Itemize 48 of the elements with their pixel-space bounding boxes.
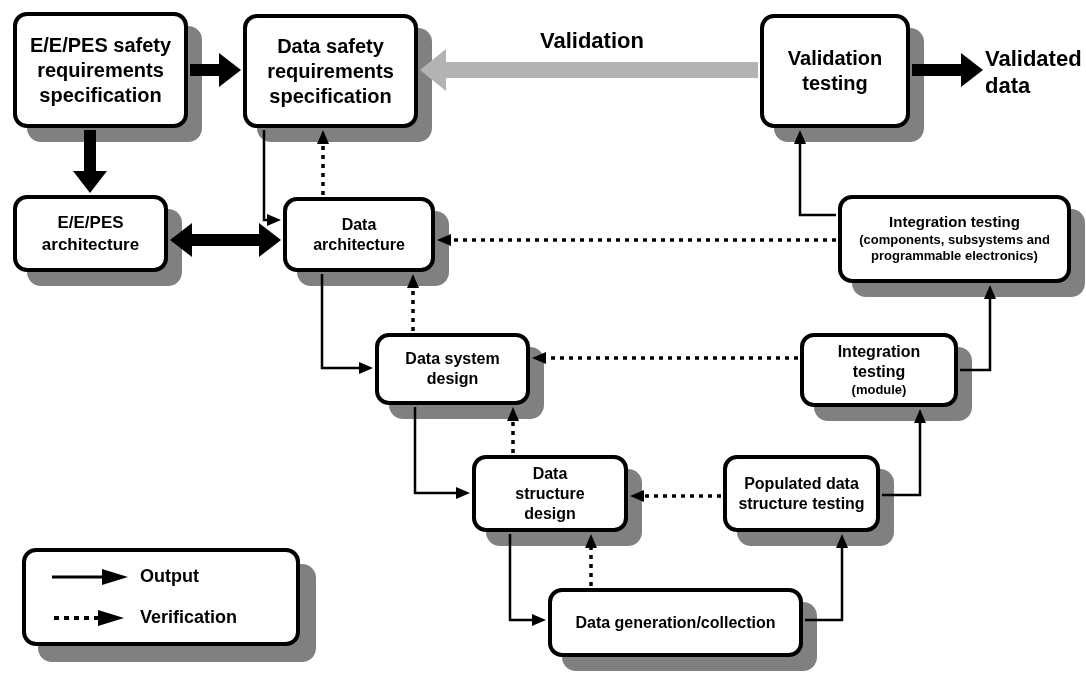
arrow bbox=[262, 130, 281, 226]
dotted-arrow bbox=[407, 274, 419, 331]
node-title: Integration testing bbox=[889, 213, 1020, 233]
legend-text: Verification bbox=[140, 606, 238, 629]
arrow bbox=[413, 407, 470, 499]
block-arrow bbox=[420, 49, 758, 91]
node-title: E/E/PES architecture bbox=[40, 212, 141, 255]
dotted-arrow bbox=[532, 352, 798, 364]
node-title: Data generation/collection bbox=[575, 612, 776, 633]
block-arrow bbox=[170, 223, 281, 257]
node-title: Validation testing bbox=[786, 46, 884, 96]
process-box bbox=[283, 197, 435, 272]
process-box bbox=[13, 12, 188, 128]
block-arrow bbox=[190, 53, 241, 87]
process-box bbox=[243, 14, 418, 128]
node-title: Data structure design bbox=[514, 463, 586, 524]
node-title: Data architecture bbox=[313, 214, 405, 255]
dotted-arrow bbox=[437, 234, 836, 246]
edge-label: Validation bbox=[540, 30, 644, 52]
process-box bbox=[375, 333, 530, 405]
process-box bbox=[13, 195, 168, 272]
block-arrow bbox=[73, 130, 107, 193]
block-arrow bbox=[912, 53, 983, 87]
dotted-arrow bbox=[630, 490, 721, 502]
node-title: Data system design bbox=[404, 349, 501, 389]
legend-text: Output bbox=[140, 565, 199, 588]
node-title: Data safety requirements specification bbox=[266, 33, 395, 109]
process-box bbox=[800, 333, 958, 407]
node-title: Integration testing bbox=[836, 341, 922, 382]
node-subtitle: (components, subsystems and programmable electronics) bbox=[858, 232, 1051, 265]
node-title: Populated data structure testing bbox=[737, 473, 866, 514]
arrow bbox=[320, 274, 373, 374]
arrow bbox=[794, 130, 836, 217]
process-box bbox=[723, 455, 880, 532]
node-title: E/E/PES safety requirements specification bbox=[28, 32, 173, 108]
arrow bbox=[805, 534, 848, 622]
dotted-arrow bbox=[317, 130, 329, 195]
process-box bbox=[760, 14, 910, 128]
arrow bbox=[960, 285, 996, 372]
arrow bbox=[882, 409, 926, 497]
dotted-arrow bbox=[585, 534, 597, 586]
process-box bbox=[838, 195, 1071, 283]
process-box bbox=[472, 455, 628, 532]
node-subtitle: (module) bbox=[851, 381, 907, 399]
arrow bbox=[508, 534, 546, 626]
process-box bbox=[548, 588, 803, 657]
dotted-arrow bbox=[507, 407, 519, 453]
node-title: Validated data bbox=[985, 44, 1083, 100]
